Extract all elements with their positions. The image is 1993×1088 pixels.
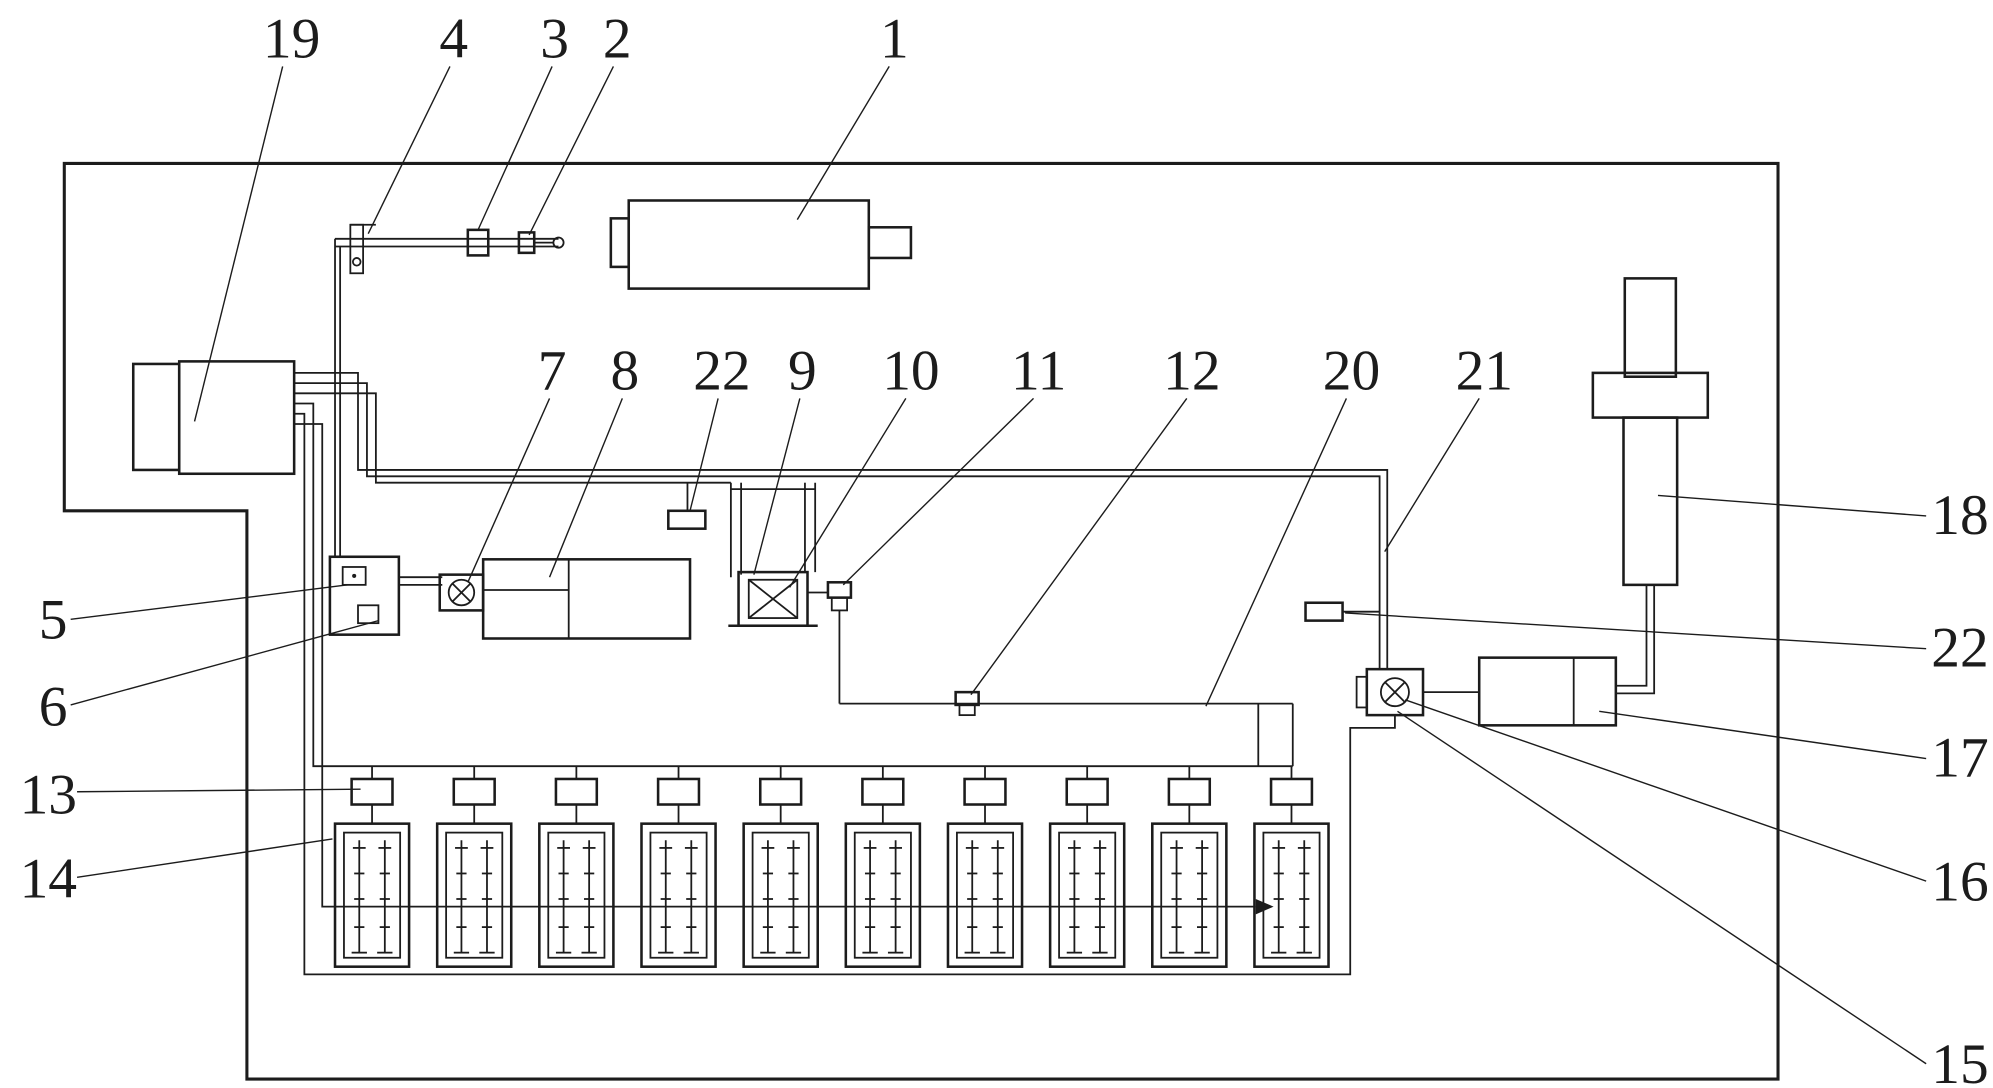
leader-16	[1404, 699, 1927, 882]
vessel-unit	[1151, 764, 1228, 968]
label-21: 21	[1456, 339, 1513, 402]
leader-5	[70, 584, 348, 621]
label-2: 2	[603, 7, 632, 70]
label-20: 20	[1323, 339, 1380, 402]
sensor-22b	[1304, 601, 1380, 622]
leader-1	[796, 66, 890, 221]
label-22a: 22	[693, 339, 750, 402]
leader-20	[1205, 398, 1348, 707]
vessel-unit	[1253, 764, 1330, 968]
label-10: 10	[882, 339, 939, 402]
vessel-unit	[333, 764, 411, 968]
fitting-2	[517, 231, 565, 255]
vessel-unit	[946, 764, 1024, 968]
leader-8	[548, 398, 623, 578]
leader-7	[467, 398, 551, 583]
label-17: 17	[1931, 726, 1988, 789]
pipe-bundle	[294, 371, 1396, 976]
label-5: 5	[39, 588, 68, 651]
leader-9	[753, 398, 801, 575]
manifold-feed-line	[294, 402, 1293, 768]
bundle-line-1	[294, 371, 1389, 670]
callout-labels: 19 4 3 2 1 7 8 22 9 10 11 12 20 21 18 22…	[20, 7, 1989, 1088]
tank-8	[481, 558, 692, 640]
vessel-unit	[435, 764, 513, 968]
bundle-line-2	[294, 382, 1381, 670]
label-6: 6	[39, 675, 68, 738]
label-13: 13	[20, 763, 77, 826]
label-11: 11	[1011, 339, 1066, 402]
vessel-unit	[742, 764, 819, 968]
leader-17	[1599, 710, 1927, 760]
fitting-12	[954, 690, 980, 717]
label-16: 16	[1931, 850, 1988, 913]
flow-line	[294, 423, 1256, 908]
leader-15	[1397, 710, 1927, 1065]
flow-arrowhead	[1255, 899, 1274, 915]
leader-3	[477, 66, 553, 231]
vessel-unit	[1048, 764, 1126, 968]
leader-lines	[70, 66, 1927, 1065]
leader-11	[842, 397, 1035, 586]
vessel-unit	[844, 764, 922, 968]
pump-16	[1355, 667, 1480, 717]
motor-unit-19	[131, 360, 296, 476]
frame-9	[729, 482, 817, 578]
label-15: 15	[1931, 1033, 1988, 1088]
sensor-22a	[667, 482, 707, 530]
fitting-11	[826, 581, 853, 704]
vessel-unit	[538, 764, 615, 968]
leader-14	[76, 838, 333, 878]
label-7: 7	[538, 339, 567, 402]
label-9: 9	[788, 339, 817, 402]
leader-12	[970, 398, 1188, 696]
leader-10	[789, 398, 907, 588]
outer-boundary	[62, 161, 1780, 1081]
leader-21	[1384, 398, 1480, 553]
vessel-unit	[640, 764, 717, 968]
pump-7	[438, 573, 485, 612]
right-assembly	[1304, 277, 1710, 727]
pump-10	[728, 570, 818, 628]
bracket-4	[349, 223, 376, 275]
control-box-5-6	[328, 555, 443, 636]
leader-22b	[1345, 612, 1927, 650]
leader-4	[367, 66, 451, 234]
leader-22a	[689, 398, 719, 511]
label-8: 8	[611, 339, 640, 402]
label-3: 3	[540, 7, 569, 70]
cylinder-1	[609, 199, 913, 290]
top-pipe-assembly	[334, 199, 913, 557]
accumulator-18	[1591, 277, 1710, 695]
label-1: 1	[880, 7, 909, 70]
label-4: 4	[439, 7, 468, 70]
vessel-bank	[333, 764, 1330, 968]
leader-2	[528, 66, 615, 236]
leader-13	[77, 788, 361, 793]
reservoir-17	[1477, 656, 1618, 727]
leader-18	[1657, 494, 1927, 517]
label-12: 12	[1163, 339, 1220, 402]
label-18: 18	[1931, 484, 1988, 547]
label-19: 19	[263, 7, 320, 70]
middle-assembly	[328, 482, 1293, 717]
leader-6	[70, 619, 379, 706]
label-22b: 22	[1931, 617, 1988, 680]
fitting-3	[466, 228, 490, 257]
return-line	[294, 412, 1396, 976]
leader-19	[193, 66, 284, 422]
label-14: 14	[20, 848, 77, 911]
